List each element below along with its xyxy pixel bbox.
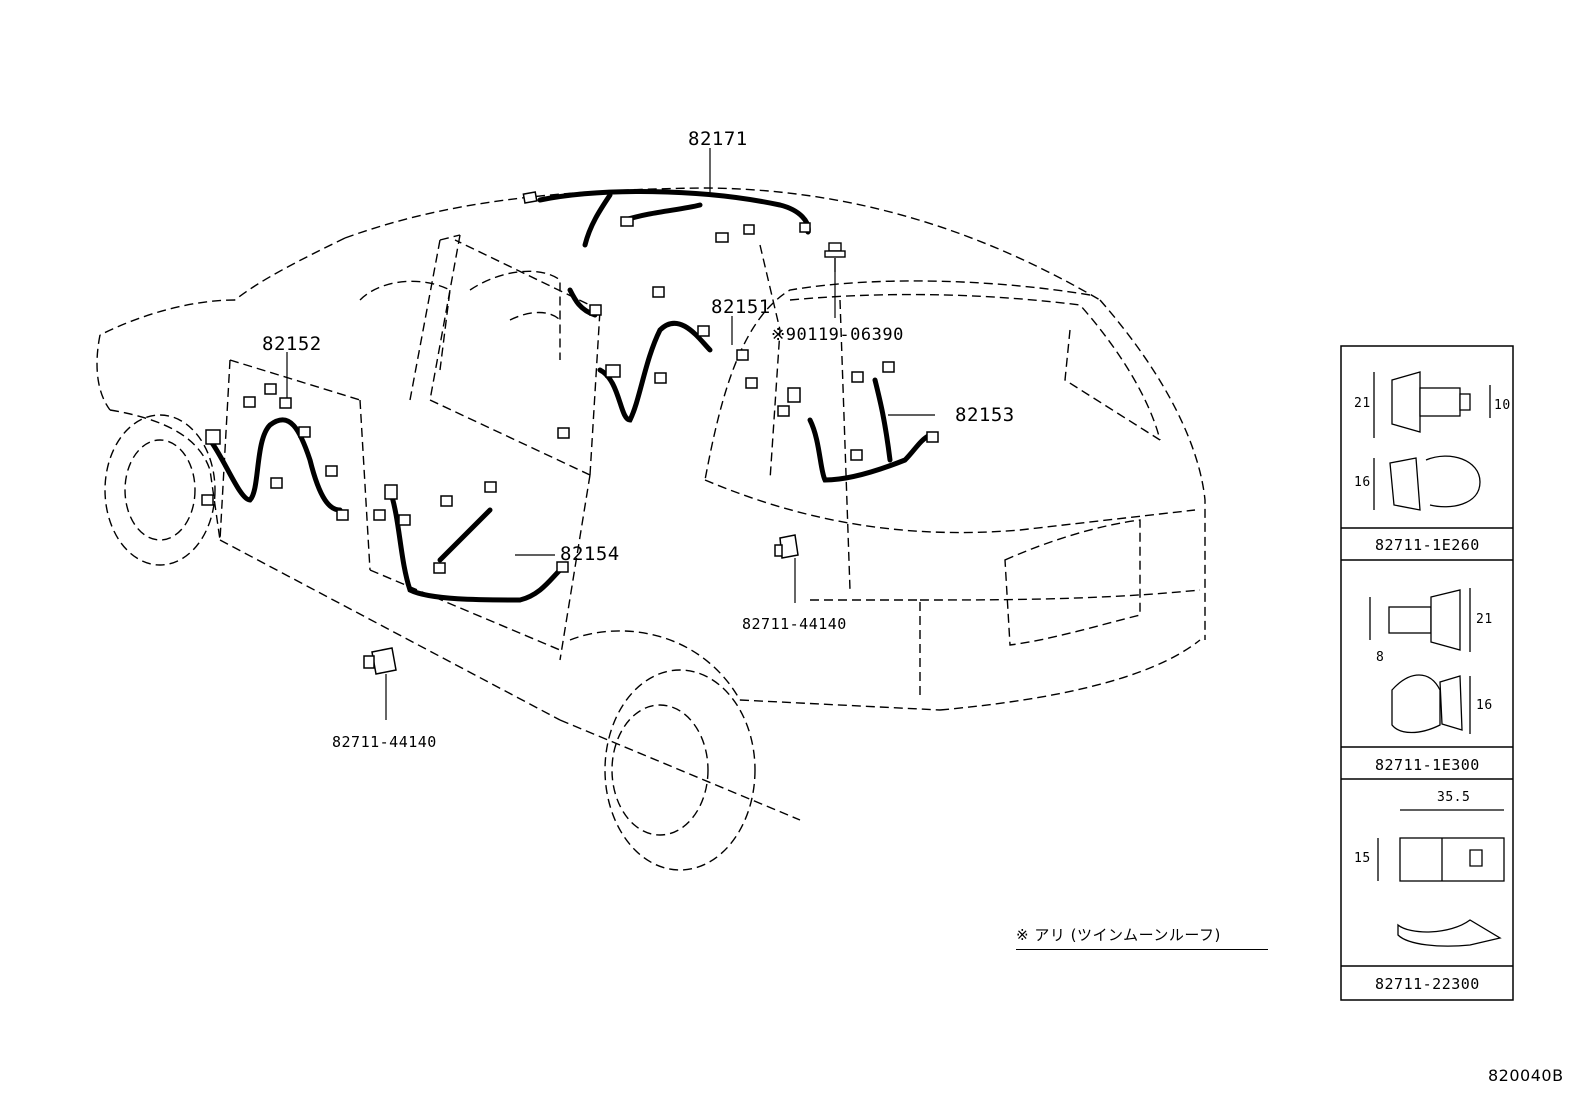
harness-82171: [537, 189, 811, 235]
harness-lines: [207, 189, 933, 603]
part-label-82171: 82171: [688, 128, 748, 150]
harness-82154: [387, 487, 563, 603]
legend-underline: [1016, 949, 1268, 950]
part-label-82152: 82152: [262, 333, 322, 355]
diagram-code: 820040B: [1488, 1066, 1564, 1085]
bolt-icon: [824, 242, 846, 272]
harness-82152: [207, 417, 343, 513]
dim-1E300-clip: 16: [1476, 698, 1493, 713]
dim-1E300-width: 8: [1376, 650, 1385, 665]
part-label-82153: 82153: [955, 404, 1015, 426]
dim-1E300-height: 21: [1476, 612, 1493, 627]
harness-82151: [597, 320, 713, 423]
connectors: [201, 191, 939, 574]
part-label-clamp-front: 82711-44140: [332, 733, 437, 751]
detail-panel: [1340, 345, 1514, 1001]
detail-part-1E260: 82711-1E260: [1375, 536, 1480, 554]
clip-1E260-drawing: [1373, 371, 1491, 511]
vehicle-outline: [96, 187, 1206, 871]
dim-1E260-height: 21: [1354, 396, 1371, 411]
dim-1E260-clip: 16: [1354, 475, 1371, 490]
detail-part-1E300: 82711-1E300: [1375, 756, 1480, 774]
legend-note: ※ アリ (ツインムーンルーフ): [1016, 926, 1221, 944]
harness-82153: [807, 417, 933, 483]
clip-1E300-drawing: [1369, 588, 1471, 734]
dim-22300-length: 35.5: [1437, 790, 1471, 805]
detail-part-22300: 82711-22300: [1375, 975, 1480, 993]
clamps: [363, 534, 799, 675]
part-label-bolt: ※90119-06390: [771, 325, 904, 345]
part-label-82151: 82151: [711, 296, 771, 318]
dim-22300-height: 15: [1354, 851, 1371, 866]
part-label-82154: 82154: [560, 543, 620, 565]
dim-1E260-width: 10: [1494, 398, 1511, 413]
part-label-clamp-center: 82711-44140: [742, 615, 847, 633]
leader-lines: [286, 148, 935, 720]
clip-22300-drawing: [1377, 809, 1505, 947]
